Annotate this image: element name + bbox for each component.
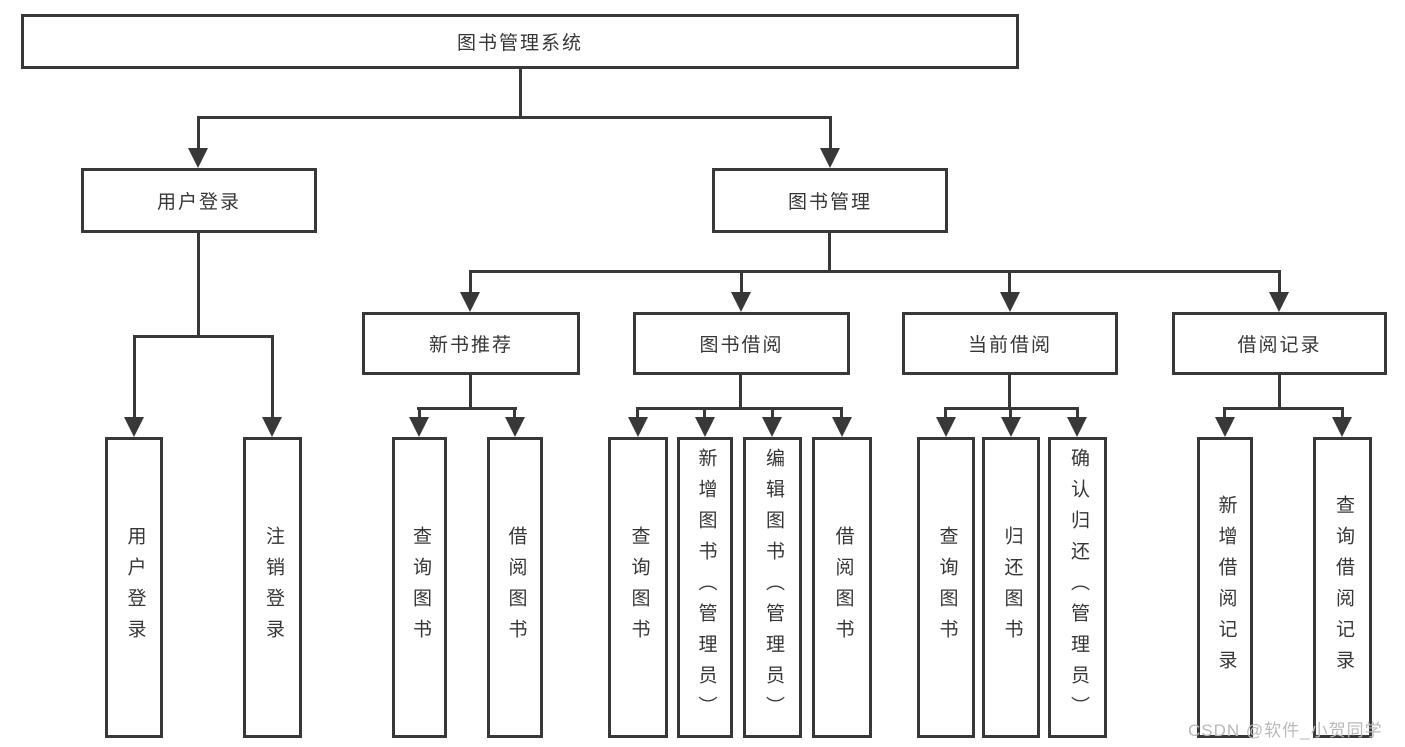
node-label: 借阅记录 bbox=[1237, 335, 1322, 356]
node-label: 新增图书（管理员） bbox=[695, 448, 717, 727]
edge-to-user-login bbox=[197, 116, 200, 152]
node-label: 用户登录 bbox=[156, 192, 241, 213]
node-label: 确认归还（管理员） bbox=[1067, 448, 1089, 727]
leaf-add-book-admin: 新增图书（管理员） bbox=[677, 437, 733, 738]
node-label: 归还图书 bbox=[1001, 525, 1023, 650]
edge-stem bbox=[1341, 407, 1344, 422]
edge-to-leaf-logout bbox=[271, 335, 274, 421]
arrow-down-icon bbox=[936, 417, 956, 437]
node-label: 图书管理 bbox=[787, 192, 872, 213]
arrow-down-icon bbox=[409, 417, 429, 437]
edge-stem bbox=[1076, 407, 1079, 422]
edge-user-login-split bbox=[133, 335, 274, 338]
arrow-down-icon bbox=[262, 417, 282, 437]
edge-stem bbox=[1009, 407, 1012, 422]
node-borrow-records: 借阅记录 bbox=[1172, 312, 1387, 375]
edge-to-book-management bbox=[829, 116, 832, 152]
leaf-query-books: 查询图书 bbox=[392, 437, 447, 738]
leaf-return-books: 归还图书 bbox=[982, 437, 1040, 738]
edge-to-book-borrow bbox=[740, 270, 743, 296]
edge-book-borrow-split bbox=[636, 407, 843, 410]
leaf-query-books: 查询图书 bbox=[917, 437, 975, 738]
arrow-down-icon bbox=[188, 148, 208, 168]
edge-new-book-stem bbox=[469, 375, 472, 410]
edge-borrow-records-stem bbox=[1278, 375, 1281, 410]
leaf-confirm-return-admin: 确认归还（管理员） bbox=[1048, 437, 1107, 738]
edge-stem bbox=[840, 407, 843, 422]
leaf-edit-book-admin: 编辑图书（管理员） bbox=[743, 437, 802, 738]
arrow-down-icon bbox=[1269, 292, 1289, 312]
edge-to-leaf-user-login bbox=[133, 335, 136, 421]
leaf-logout: 注销登录 bbox=[243, 437, 302, 738]
edge-book-borrow-stem bbox=[739, 375, 742, 410]
node-label: 查询借阅记录 bbox=[1332, 494, 1354, 681]
arrow-down-icon bbox=[505, 417, 525, 437]
arrow-down-icon bbox=[460, 292, 480, 312]
node-book-borrow: 图书借阅 bbox=[633, 312, 850, 375]
leaf-query-books: 查询图书 bbox=[608, 437, 668, 738]
arrow-down-icon bbox=[832, 417, 852, 437]
arrow-down-icon bbox=[628, 417, 648, 437]
edge-stem bbox=[703, 407, 706, 422]
edge-root-split bbox=[197, 116, 832, 119]
arrow-down-icon bbox=[124, 417, 144, 437]
node-label: 新书推荐 bbox=[428, 335, 513, 356]
node-label: 查询图书 bbox=[409, 525, 431, 650]
edge-to-current-borrow bbox=[1008, 270, 1011, 296]
node-user-login: 用户登录 bbox=[81, 168, 317, 233]
edge-stem bbox=[513, 407, 516, 422]
node-label: 用户登录 bbox=[124, 525, 146, 650]
node-current-borrow: 当前借阅 bbox=[902, 312, 1118, 375]
edge-stem bbox=[636, 407, 639, 422]
edge-stem bbox=[1223, 407, 1226, 422]
edge-stem bbox=[418, 407, 421, 422]
leaf-add-borrow-record: 新增借阅记录 bbox=[1197, 437, 1253, 738]
node-label: 图书管理系统 bbox=[456, 33, 583, 54]
edge-book-management-stem bbox=[828, 233, 831, 273]
node-label: 编辑图书（管理员） bbox=[762, 448, 784, 727]
arrow-down-icon bbox=[695, 417, 715, 437]
node-label: 新增借阅记录 bbox=[1215, 494, 1237, 681]
edge-root-stem bbox=[519, 68, 522, 119]
edge-stem bbox=[944, 407, 947, 422]
node-label: 查询图书 bbox=[628, 525, 650, 650]
node-label: 借阅图书 bbox=[832, 525, 854, 650]
leaf-user-login: 用户登录 bbox=[105, 437, 163, 738]
node-label: 图书借阅 bbox=[699, 335, 784, 356]
arrow-down-icon bbox=[1000, 292, 1020, 312]
node-book-management: 图书管理 bbox=[712, 168, 948, 233]
edge-borrow-records-split bbox=[1223, 407, 1343, 410]
edge-user-login-stem bbox=[197, 233, 200, 338]
node-library-system: 图书管理系统 bbox=[21, 14, 1019, 69]
arrow-down-icon bbox=[820, 148, 840, 168]
edge-new-book-split bbox=[417, 407, 517, 410]
csdn-watermark: CSDN @软件_小贺同学 bbox=[1188, 721, 1383, 740]
arrow-down-icon bbox=[1215, 417, 1235, 437]
leaf-borrow-books: 借阅图书 bbox=[487, 437, 543, 738]
edge-current-borrow-stem bbox=[1008, 375, 1011, 410]
node-new-book-recommend: 新书推荐 bbox=[362, 312, 580, 375]
edge-book-management-split bbox=[469, 270, 1281, 273]
edge-stem bbox=[771, 407, 774, 422]
leaf-query-borrow-record: 查询借阅记录 bbox=[1313, 437, 1372, 738]
edge-to-borrow-records bbox=[1278, 270, 1281, 296]
node-label: 借阅图书 bbox=[505, 525, 527, 650]
arrow-down-icon bbox=[1067, 417, 1087, 437]
node-label: 查询图书 bbox=[936, 525, 958, 650]
node-label: 当前借阅 bbox=[967, 335, 1052, 356]
arrow-down-icon bbox=[1332, 417, 1352, 437]
arrow-down-icon bbox=[731, 292, 751, 312]
edge-to-new-book bbox=[469, 270, 472, 296]
node-label: 注销登录 bbox=[262, 525, 284, 650]
arrow-down-icon bbox=[762, 417, 782, 437]
leaf-borrow-books: 借阅图书 bbox=[812, 437, 872, 738]
arrow-down-icon bbox=[1001, 417, 1021, 437]
